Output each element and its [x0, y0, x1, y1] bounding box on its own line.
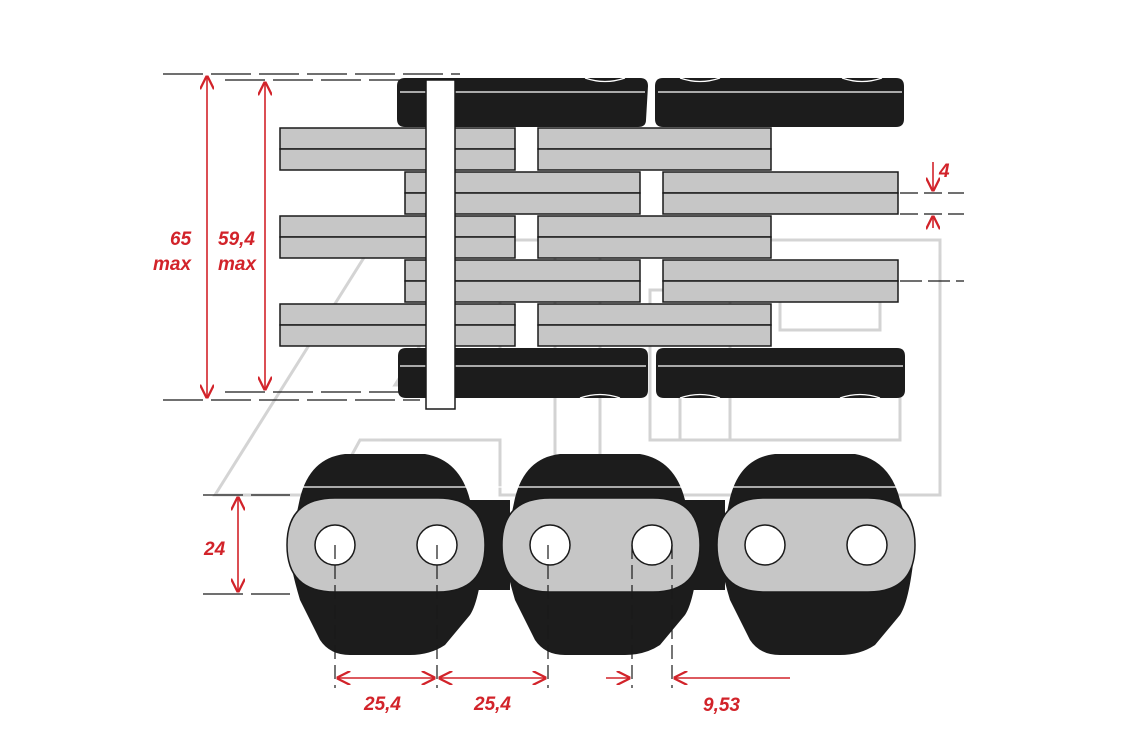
pitch-1-value: 25,4	[363, 694, 401, 715]
plate-height-value: 24	[203, 539, 226, 560]
chain-pin	[425, 79, 456, 410]
overall-height-value: 65	[170, 229, 192, 250]
chain-top-view	[279, 77, 905, 410]
inner-height-note: max	[218, 254, 257, 275]
inner-height-value: 59,4	[218, 229, 255, 250]
side-rollers	[314, 524, 888, 566]
dimension-lines	[163, 73, 964, 688]
overall-height-note: max	[153, 254, 192, 275]
chain-side-view	[286, 454, 916, 655]
side-link-plates	[286, 497, 916, 593]
bottom-attachment-plates	[398, 348, 905, 399]
link-plates	[279, 127, 899, 347]
plate-thickness-value: 4	[938, 161, 950, 182]
dimension-labels: 65 max 59,4 max 4 24 25,4 25,4 9,53	[153, 161, 950, 716]
pitch-2-value: 25,4	[473, 694, 511, 715]
top-attachment-plates	[397, 77, 904, 127]
roller-diameter-value: 9,53	[703, 695, 740, 716]
